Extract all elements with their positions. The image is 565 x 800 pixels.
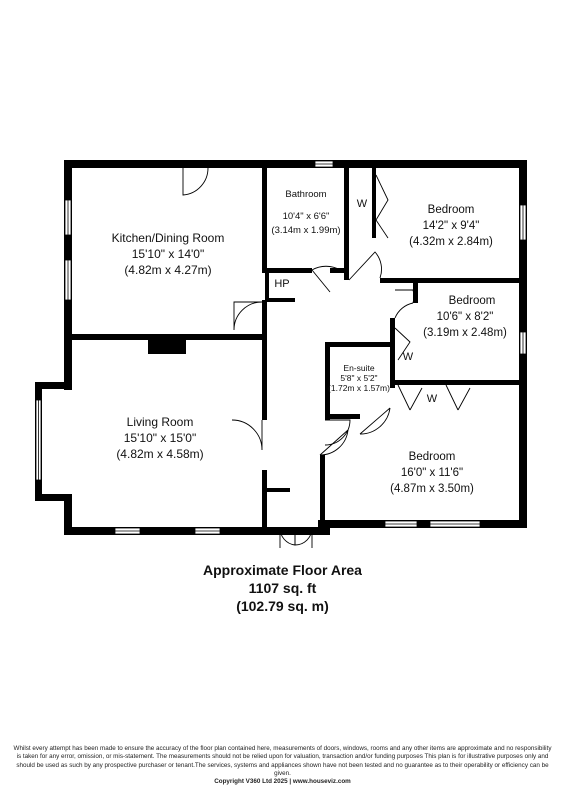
doors	[182, 167, 415, 548]
room-dims-metric: (4.32m x 2.84m)	[409, 236, 493, 248]
room-living: Living Room 15'10" x 15'0" (4.82m x 4.58…	[116, 415, 203, 461]
room-dims-metric: (1.72m x 1.57m)	[328, 383, 390, 393]
room-dims-metric: (4.87m x 3.50m)	[390, 483, 474, 495]
room-name: Bedroom	[409, 451, 456, 463]
room-dims-imperial: 15'10" x 14'0"	[132, 247, 205, 261]
room-kitchen: Kitchen/Dining Room 15'10" x 14'0" (4.82…	[112, 231, 225, 277]
room-name: Kitchen/Dining Room	[112, 231, 225, 245]
room-dims-metric: (4.82m x 4.27m)	[124, 263, 211, 277]
room-bedroom-1: Bedroom 14'2" x 9'4" (4.32m x 2.84m)	[409, 204, 493, 248]
room-dims-metric: (4.82m x 4.58m)	[116, 447, 203, 461]
fireplace	[148, 340, 186, 354]
room-dims-metric: (3.14m x 1.99m)	[271, 225, 340, 236]
room-name: En-suite	[343, 363, 374, 373]
room-ensuite: En-suite 5'8" x 5'2" (1.72m x 1.57m)	[328, 363, 390, 393]
wardrobe-doors	[375, 174, 471, 411]
wardrobe-label: W	[403, 351, 414, 363]
disclaimer-text: Whilst every attempt has been made to en…	[13, 745, 552, 777]
interior-walls	[72, 168, 527, 528]
room-dims-imperial: 5'8" x 5'2"	[340, 373, 377, 383]
room-name: Bedroom	[449, 295, 496, 307]
wardrobe-label: W	[357, 198, 368, 210]
room-bathroom: Bathroom 10'4" x 6'6" (3.14m x 1.99m)	[271, 189, 340, 236]
room-name: Bathroom	[285, 189, 326, 200]
floor-area-sqft: 1107 sq. ft	[248, 580, 317, 596]
room-bedroom-2: Bedroom 10'6" x 8'2" (3.19m x 2.48m)	[423, 295, 507, 339]
room-dims-imperial: 10'4" x 6'6"	[283, 211, 330, 222]
room-name: Bedroom	[428, 204, 475, 216]
room-dims-imperial: 14'2" x 9'4"	[423, 220, 480, 232]
hot-press-label: HP	[274, 278, 289, 290]
room-dims-metric: (3.19m x 2.48m)	[423, 327, 507, 339]
room-dims-imperial: 10'6" x 8'2"	[437, 311, 494, 323]
room-name: Living Room	[127, 415, 194, 429]
floor-area-sqm: (102.79 sq. m)	[236, 598, 329, 614]
windows	[35, 160, 527, 535]
room-dims-imperial: 16'0" x 11'6"	[401, 467, 463, 479]
disclaimer: Whilst every attempt has been made to en…	[12, 745, 553, 786]
copyright: Copyright V360 Ltd 2025 | www.houseviz.c…	[214, 778, 351, 786]
room-dims-imperial: 15'10" x 15'0"	[124, 431, 197, 445]
room-bedroom-3: Bedroom 16'0" x 11'6" (4.87m x 3.50m)	[390, 451, 474, 495]
wardrobe-label: W	[427, 393, 438, 405]
floor-area-title: Approximate Floor Area	[203, 562, 362, 578]
